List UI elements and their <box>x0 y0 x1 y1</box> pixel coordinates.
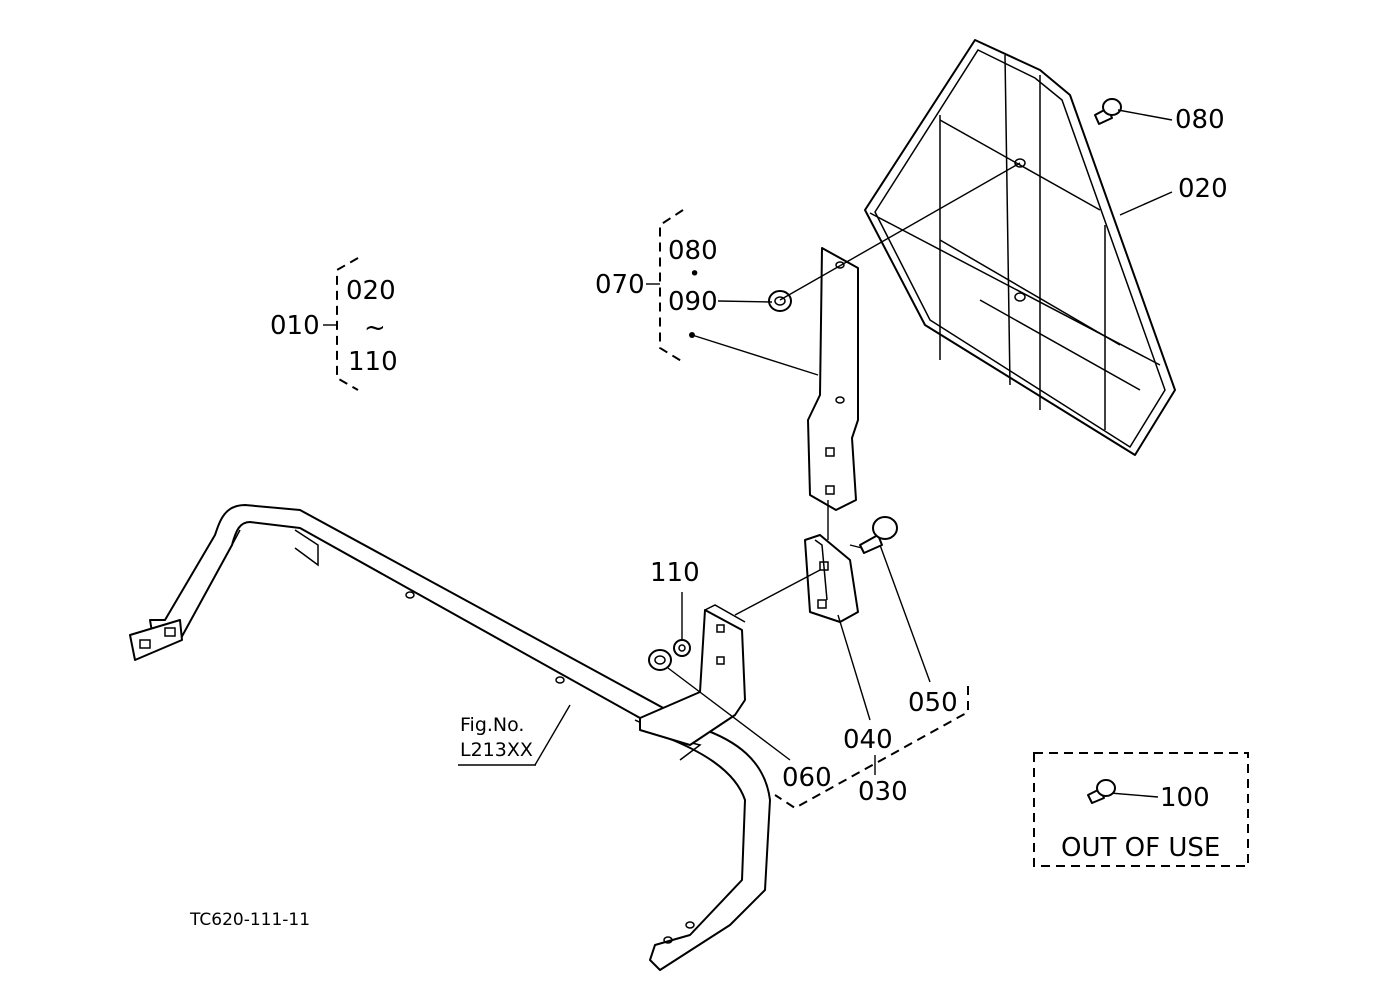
stay-070 <box>807 247 859 511</box>
dot-separator: • <box>689 263 700 285</box>
out-of-use-box: 100 OUT OF USE <box>1033 752 1249 867</box>
group-010: 010 020 ~ 110 <box>270 257 398 391</box>
group-070: 070 080 • 090 <box>595 209 718 363</box>
callout-070-item1: 080 <box>668 236 718 266</box>
angle-bracket <box>639 604 746 746</box>
callout-010-to: 110 <box>348 347 398 377</box>
bolt-080 <box>1094 98 1122 125</box>
out-of-use-text: OUT OF USE <box>1061 833 1220 863</box>
range-tilde: ~ <box>364 313 386 343</box>
figure-reference: Fig.No. L213XX <box>458 714 536 766</box>
callout-040: 040 <box>843 725 893 755</box>
callout-010-from: 020 <box>346 276 396 306</box>
drawing-code: TC620-111-11 <box>189 910 310 930</box>
holder-040 <box>804 534 859 623</box>
callout-080: 080 <box>1175 105 1225 135</box>
callout-010: 010 <box>270 311 320 341</box>
callout-030: 030 <box>858 777 908 807</box>
group-030: 030 <box>774 686 969 810</box>
figure-ref-line1: Fig.No. <box>460 714 524 736</box>
callout-110: 110 <box>650 558 700 588</box>
bolt-050 <box>859 516 898 554</box>
callout-060: 060 <box>782 763 832 793</box>
callout-050: 050 <box>908 688 958 718</box>
nut-060 <box>648 649 672 671</box>
callout-020: 020 <box>1178 174 1228 204</box>
guard-020 <box>864 39 1176 456</box>
nut-090 <box>768 290 792 312</box>
callout-100: 100 <box>1160 783 1210 813</box>
callout-090: 090 <box>668 287 718 317</box>
figure-ref-line2: L213XX <box>460 739 533 761</box>
callout-070: 070 <box>595 270 645 300</box>
washer-110 <box>673 639 691 657</box>
